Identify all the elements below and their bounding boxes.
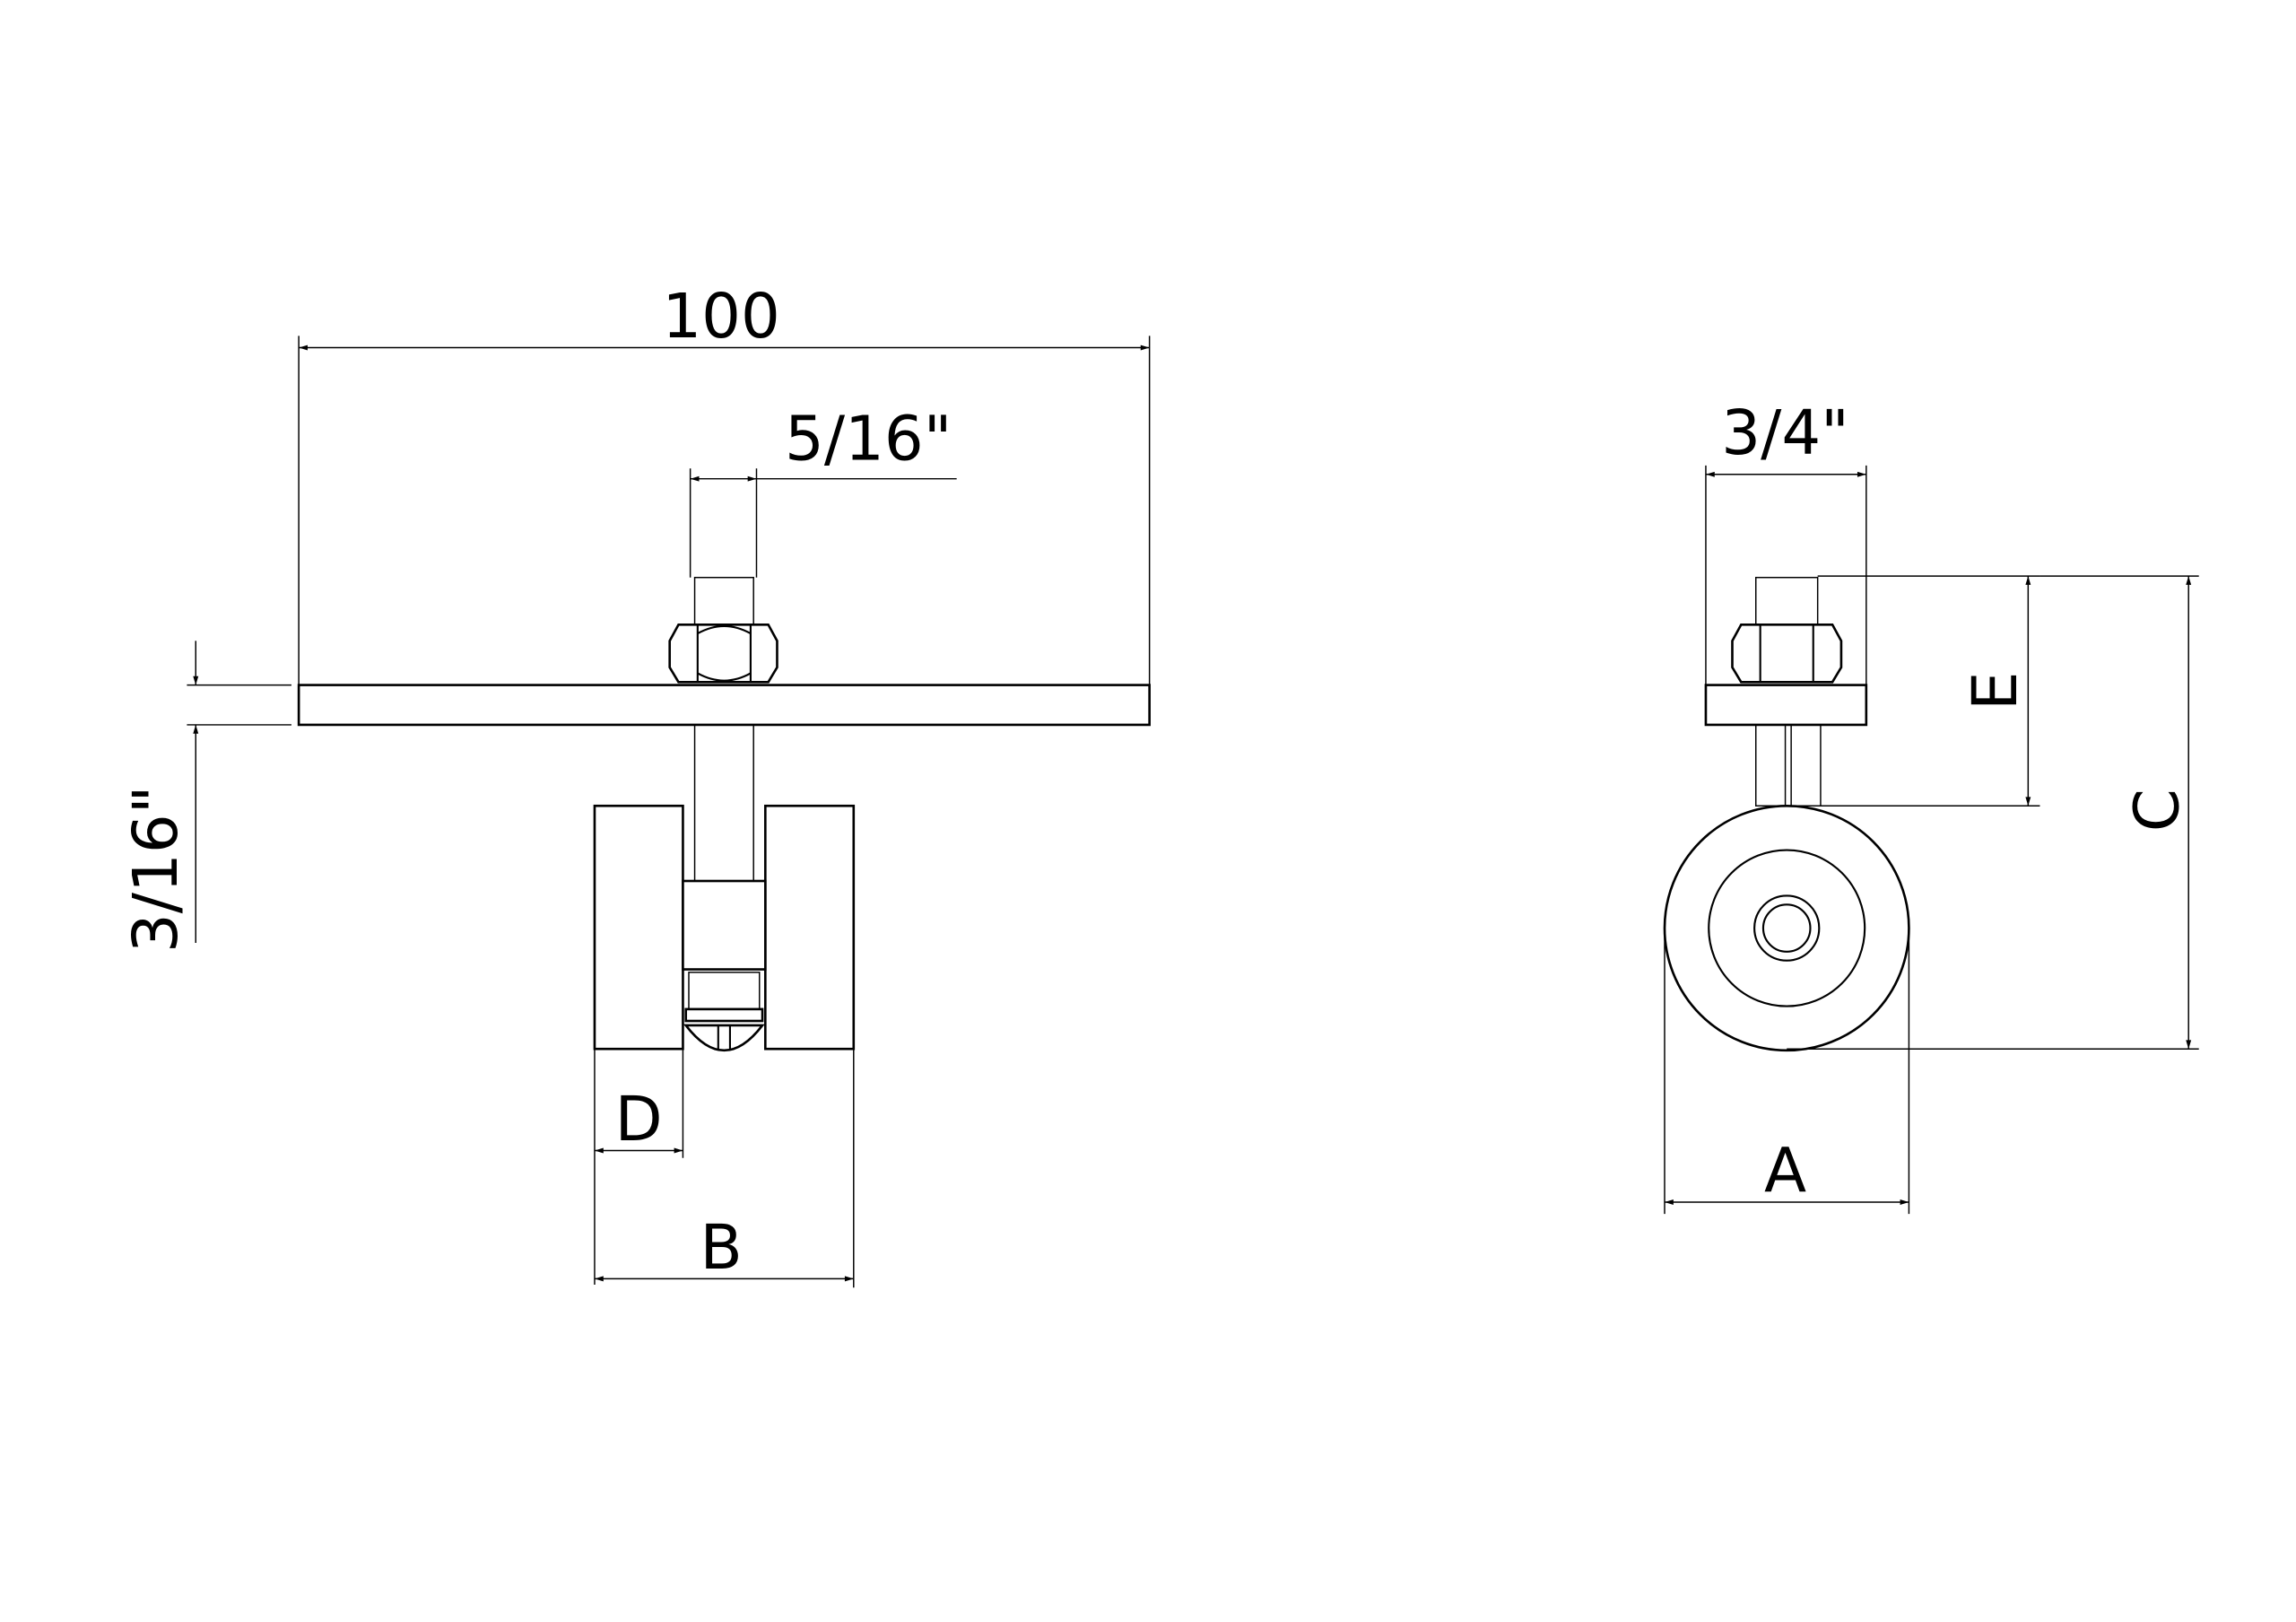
mounting-plate: [1704, 684, 1868, 727]
dim-b-label: B: [700, 1212, 742, 1284]
dimension-c: C: [1787, 575, 2199, 1050]
roller-left: [593, 804, 684, 1051]
plate-width-label: 3/4": [1721, 397, 1849, 469]
mounting-plate: [297, 684, 1151, 727]
dim-e-label: E: [1960, 671, 2031, 711]
dimension-d: D: [594, 1049, 684, 1285]
screw-head: [683, 1007, 765, 1052]
side-view: 3/4" A E: [1663, 397, 2199, 1215]
bolt-label: 5/16": [785, 403, 952, 475]
dimension-plate-thickness: 3/16": [120, 641, 291, 953]
hex-nut: [668, 623, 778, 684]
wheel: [1663, 804, 1910, 1052]
dimension-a: A: [1664, 928, 1910, 1215]
hex-nut: [1731, 623, 1843, 684]
bolt-thread-left: [1755, 724, 1787, 807]
dimension-e: E: [1796, 575, 2040, 807]
bolt-thread-top: [1755, 576, 1819, 626]
dimension-100: 100: [298, 281, 1151, 685]
bolt-thread-top: [693, 576, 754, 626]
width-label: 100: [662, 281, 780, 353]
roller-hub: [682, 879, 767, 971]
dim-a-label: A: [1764, 1135, 1806, 1207]
plate-thickness-label: 3/16": [120, 786, 192, 954]
bolt-thread-bottom: [693, 724, 754, 882]
bolt-thread-right: [1790, 724, 1822, 807]
dim-c-label: C: [2122, 789, 2194, 832]
axle-thread: [688, 972, 761, 1010]
dim-d-label: D: [615, 1084, 663, 1155]
dimension-plate-width: 3/4": [1705, 397, 1867, 685]
roller-right: [764, 804, 856, 1051]
dimension-b: B: [594, 1049, 855, 1288]
front-view: 100 5/16" 3/16": [120, 281, 1151, 1288]
dimension-bolt: 5/16": [689, 403, 957, 578]
